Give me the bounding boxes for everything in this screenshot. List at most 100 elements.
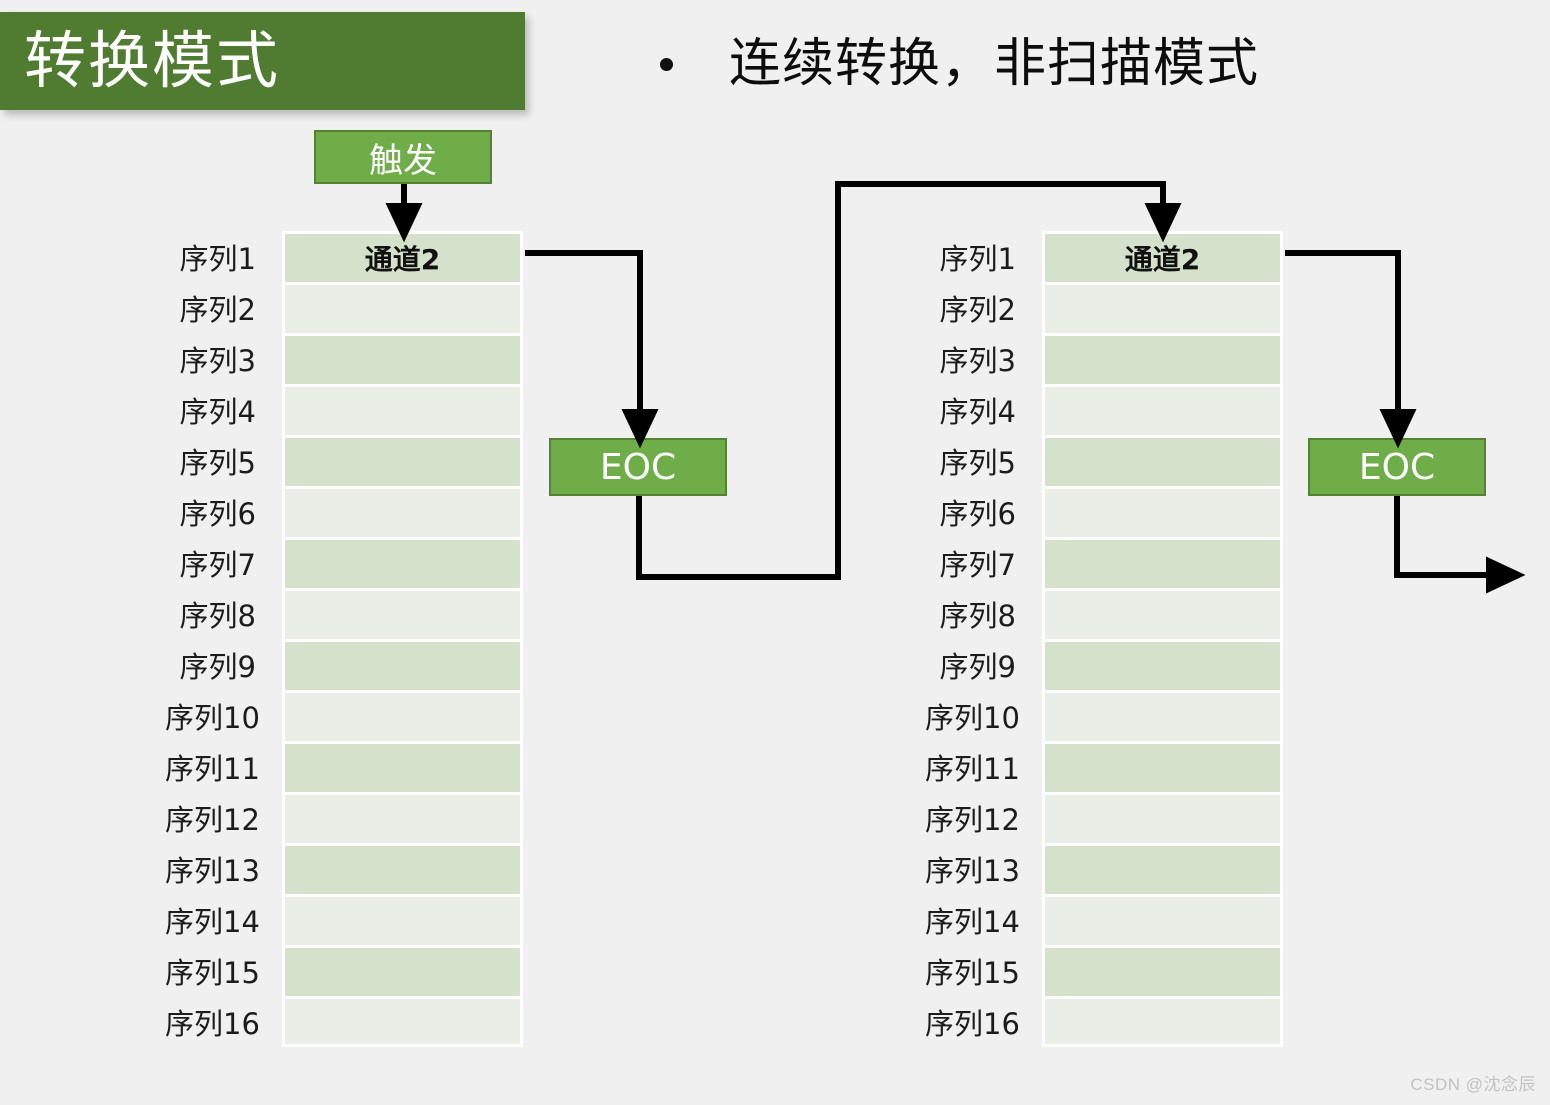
- table-row: 序列10: [165, 690, 523, 741]
- table-row: 序列13: [925, 843, 1283, 894]
- sequence-row-cell: [1042, 945, 1283, 996]
- sequence-row-label: 序列5: [939, 445, 1016, 480]
- sequence-row-label: 序列7: [179, 547, 256, 582]
- eoc-box-1[interactable]: EOC: [549, 438, 727, 496]
- sequence-row-label: 序列4: [939, 394, 1016, 429]
- table-row: 序列2: [165, 282, 523, 333]
- connector-table2-to-eoc2: [1285, 250, 1417, 449]
- sequence-row-label: 序列13: [165, 853, 260, 888]
- sequence-table-1: 序列1 通道2 序列2 序列3 序列4 序列5 序列6 序列7 序列8 序列9 序列10 序列11 序列…: [165, 231, 523, 1047]
- table-row: 序列9: [925, 639, 1283, 690]
- watermark: CSDN @沈念辰: [1410, 1075, 1536, 1094]
- sequence-row-cell: [1042, 792, 1283, 843]
- sequence-row-label: 序列2: [179, 292, 256, 327]
- sequence-row-cell: [282, 792, 523, 843]
- sequence-row-cell: [282, 384, 523, 435]
- table-row: 序列9: [165, 639, 523, 690]
- sequence-row-cell: [282, 282, 523, 333]
- table-row: 序列8: [165, 588, 523, 639]
- table-row: 序列7: [925, 537, 1283, 588]
- sequence-row-cell: [282, 690, 523, 741]
- trigger-box[interactable]: 触发: [314, 130, 492, 184]
- table-row: 序列3: [925, 333, 1283, 384]
- table-row: 序列12: [925, 792, 1283, 843]
- table-row: 序列15: [925, 945, 1283, 996]
- sequence-row-label: 序列1: [179, 241, 256, 276]
- sequence-row-label: 序列3: [939, 343, 1016, 378]
- sequence-row-label: 序列15: [165, 955, 260, 990]
- sequence-row-label: 序列12: [165, 802, 260, 837]
- sequence-row-cell: [282, 894, 523, 945]
- sequence-row-label: 序列14: [925, 904, 1020, 939]
- sequence-row-cell: [282, 639, 523, 690]
- sequence-channel-header-cell: 通道2: [1042, 231, 1283, 282]
- sequence-row-label: 序列9: [179, 649, 256, 684]
- sequence-row-label: 序列3: [179, 343, 256, 378]
- sequence-row-label: 序列4: [179, 394, 256, 429]
- eoc-box-1-label: EOC: [599, 446, 677, 488]
- table-row: 序列1 通道2: [925, 231, 1283, 282]
- slide-title-banner: 转换模式: [0, 12, 525, 110]
- sequence-row-label: 序列5: [179, 445, 256, 480]
- table-row: 序列7: [165, 537, 523, 588]
- sequence-channel-header-cell: 通道2: [282, 231, 523, 282]
- table-row: 序列11: [925, 741, 1283, 792]
- table-row: 序列16: [925, 996, 1283, 1047]
- sequence-row-cell: [1042, 588, 1283, 639]
- sequence-row-label: 序列10: [925, 700, 1020, 735]
- table-row: 序列5: [925, 435, 1283, 486]
- table-row: 序列1 通道2: [165, 231, 523, 282]
- sequence-row-cell: [282, 996, 523, 1047]
- table-row: 序列4: [165, 384, 523, 435]
- sequence-row-cell: [1042, 639, 1283, 690]
- bullet-text: 连续转换，非扫描模式: [729, 34, 1260, 94]
- bullet-line: 连续转换，非扫描模式: [660, 34, 1260, 94]
- sequence-row-cell: [1042, 537, 1283, 588]
- sequence-row-label: 序列14: [165, 904, 260, 939]
- eoc-box-2[interactable]: EOC: [1308, 438, 1486, 496]
- table-row: 序列4: [925, 384, 1283, 435]
- table-row: 序列11: [165, 741, 523, 792]
- sequence-row-label: 序列10: [165, 700, 260, 735]
- table-row: 序列14: [165, 894, 523, 945]
- sequence-row-label: 序列15: [925, 955, 1020, 990]
- sequence-row-label: 序列6: [939, 496, 1016, 531]
- sequence-row-label: 序列1: [939, 241, 1016, 276]
- sequence-row-label: 序列13: [925, 853, 1020, 888]
- sequence-row-cell: [1042, 894, 1283, 945]
- table-row: 序列5: [165, 435, 523, 486]
- sequence-row-label: 序列6: [179, 496, 256, 531]
- table-row: 序列6: [925, 486, 1283, 537]
- sequence-row-cell: [282, 333, 523, 384]
- sequence-row-label: 序列9: [939, 649, 1016, 684]
- page-title: 转换模式: [24, 24, 281, 97]
- sequence-row-cell: [1042, 996, 1283, 1047]
- sequence-row-cell: [1042, 741, 1283, 792]
- sequence-row-cell: [1042, 282, 1283, 333]
- table-row: 序列10: [925, 690, 1283, 741]
- sequence-row-cell: [1042, 384, 1283, 435]
- sequence-row-label: 序列16: [925, 1006, 1020, 1041]
- bullet-dot-icon: [660, 58, 673, 72]
- connector-table1-to-eoc1: [525, 250, 659, 449]
- table-row: 序列15: [165, 945, 523, 996]
- connector-eoc2-continues: [1394, 496, 1526, 594]
- sequence-row-cell: [282, 486, 523, 537]
- table-row: 序列14: [925, 894, 1283, 945]
- sequence-row-label: 序列8: [179, 598, 256, 633]
- eoc-box-2-label: EOC: [1358, 446, 1436, 488]
- table-row: 序列8: [925, 588, 1283, 639]
- sequence-row-cell: [1042, 843, 1283, 894]
- sequence-row-label: 序列16: [165, 1006, 260, 1041]
- sequence-row-label: 序列11: [165, 751, 260, 786]
- sequence-row-cell: [1042, 333, 1283, 384]
- sequence-row-cell: [282, 537, 523, 588]
- sequence-row-cell: [282, 588, 523, 639]
- table-row: 序列6: [165, 486, 523, 537]
- sequence-row-cell: [282, 741, 523, 792]
- table-row: 序列12: [165, 792, 523, 843]
- sequence-row-label: 序列2: [939, 292, 1016, 327]
- sequence-row-cell: [282, 435, 523, 486]
- sequence-row-cell: [282, 843, 523, 894]
- trigger-box-label: 触发: [369, 140, 437, 181]
